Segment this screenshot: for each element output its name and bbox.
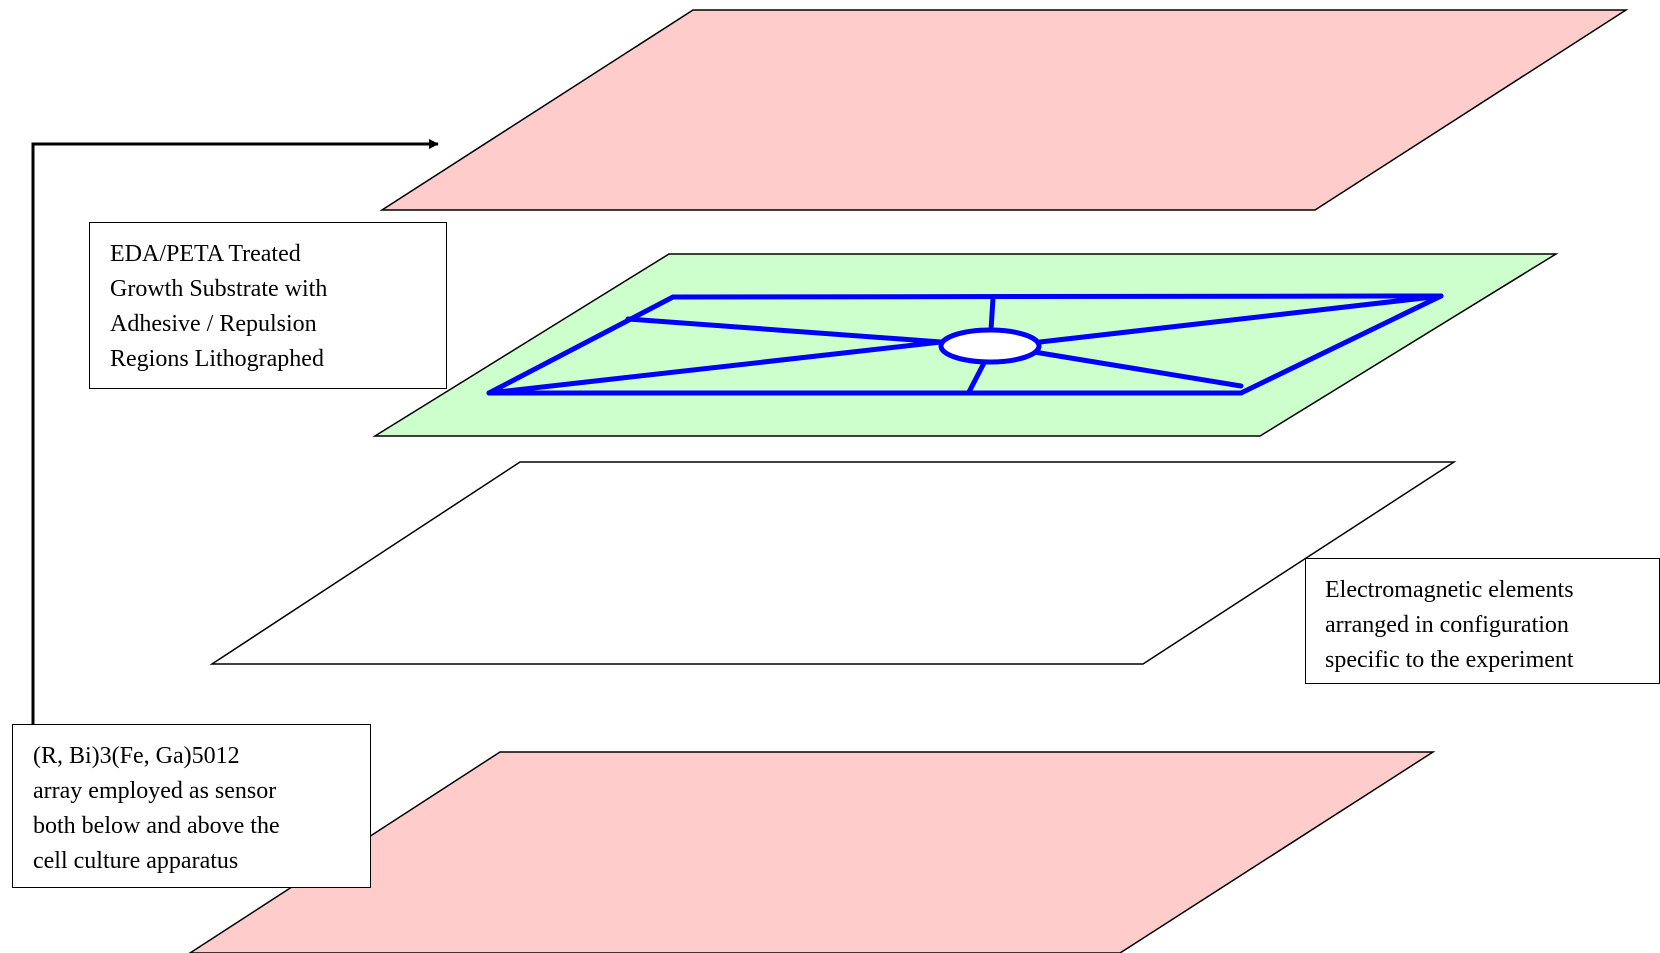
substrate-label-line: Growth Substrate with (110, 276, 328, 302)
substrate-label-line: Adhesive / Repulsion (110, 311, 317, 337)
pattern-edge-left (486, 294, 676, 396)
pattern-edge-top (670, 293, 1444, 300)
top-sensor-layer (379, 9, 1629, 211)
electromagnetic-layer (209, 461, 1457, 665)
sensor-label-box: (R, Bi)3(Fe, Ga)5012 array employed as s… (12, 724, 371, 888)
sensor-label-line: array employed as sensor (33, 778, 277, 804)
pattern-edge-right (1238, 293, 1444, 396)
electromagnetic-label-line: Electromagnetic elements (1325, 577, 1574, 603)
pattern-center-ring (938, 327, 1042, 365)
electromagnetic-label-line: specific to the experiment (1325, 647, 1574, 673)
pattern-spoke-lower-left (486, 339, 944, 396)
pattern-spoke-upper-left (625, 316, 944, 345)
substrate-label-line: Regions Lithographed (110, 346, 324, 372)
electromagnetic-label-line: arranged in configuration (1325, 612, 1569, 638)
pattern-spoke-bottom (966, 358, 988, 395)
sensor-label-line: both below and above the (33, 813, 280, 839)
substrate-label-box: EDA/PETA Treated Growth Substrate with A… (89, 222, 447, 389)
pattern-spoke-upper-right (1037, 293, 1444, 345)
sensor-label-line: cell culture apparatus (33, 848, 239, 874)
electromagnetic-label-box: Electromagnetic elements arranged in con… (1305, 558, 1660, 684)
bottom-sensor-layer (188, 751, 1436, 953)
substrate-label-line: EDA/PETA Treated (110, 241, 301, 267)
pattern-spoke-top (988, 295, 996, 333)
lithographed-pattern (486, 293, 1444, 396)
sensor-connector-arrow (31, 139, 439, 724)
pattern-spoke-lower-right (1031, 349, 1244, 389)
sensor-label-line: (R, Bi)3(Fe, Ga)5012 (33, 743, 240, 769)
